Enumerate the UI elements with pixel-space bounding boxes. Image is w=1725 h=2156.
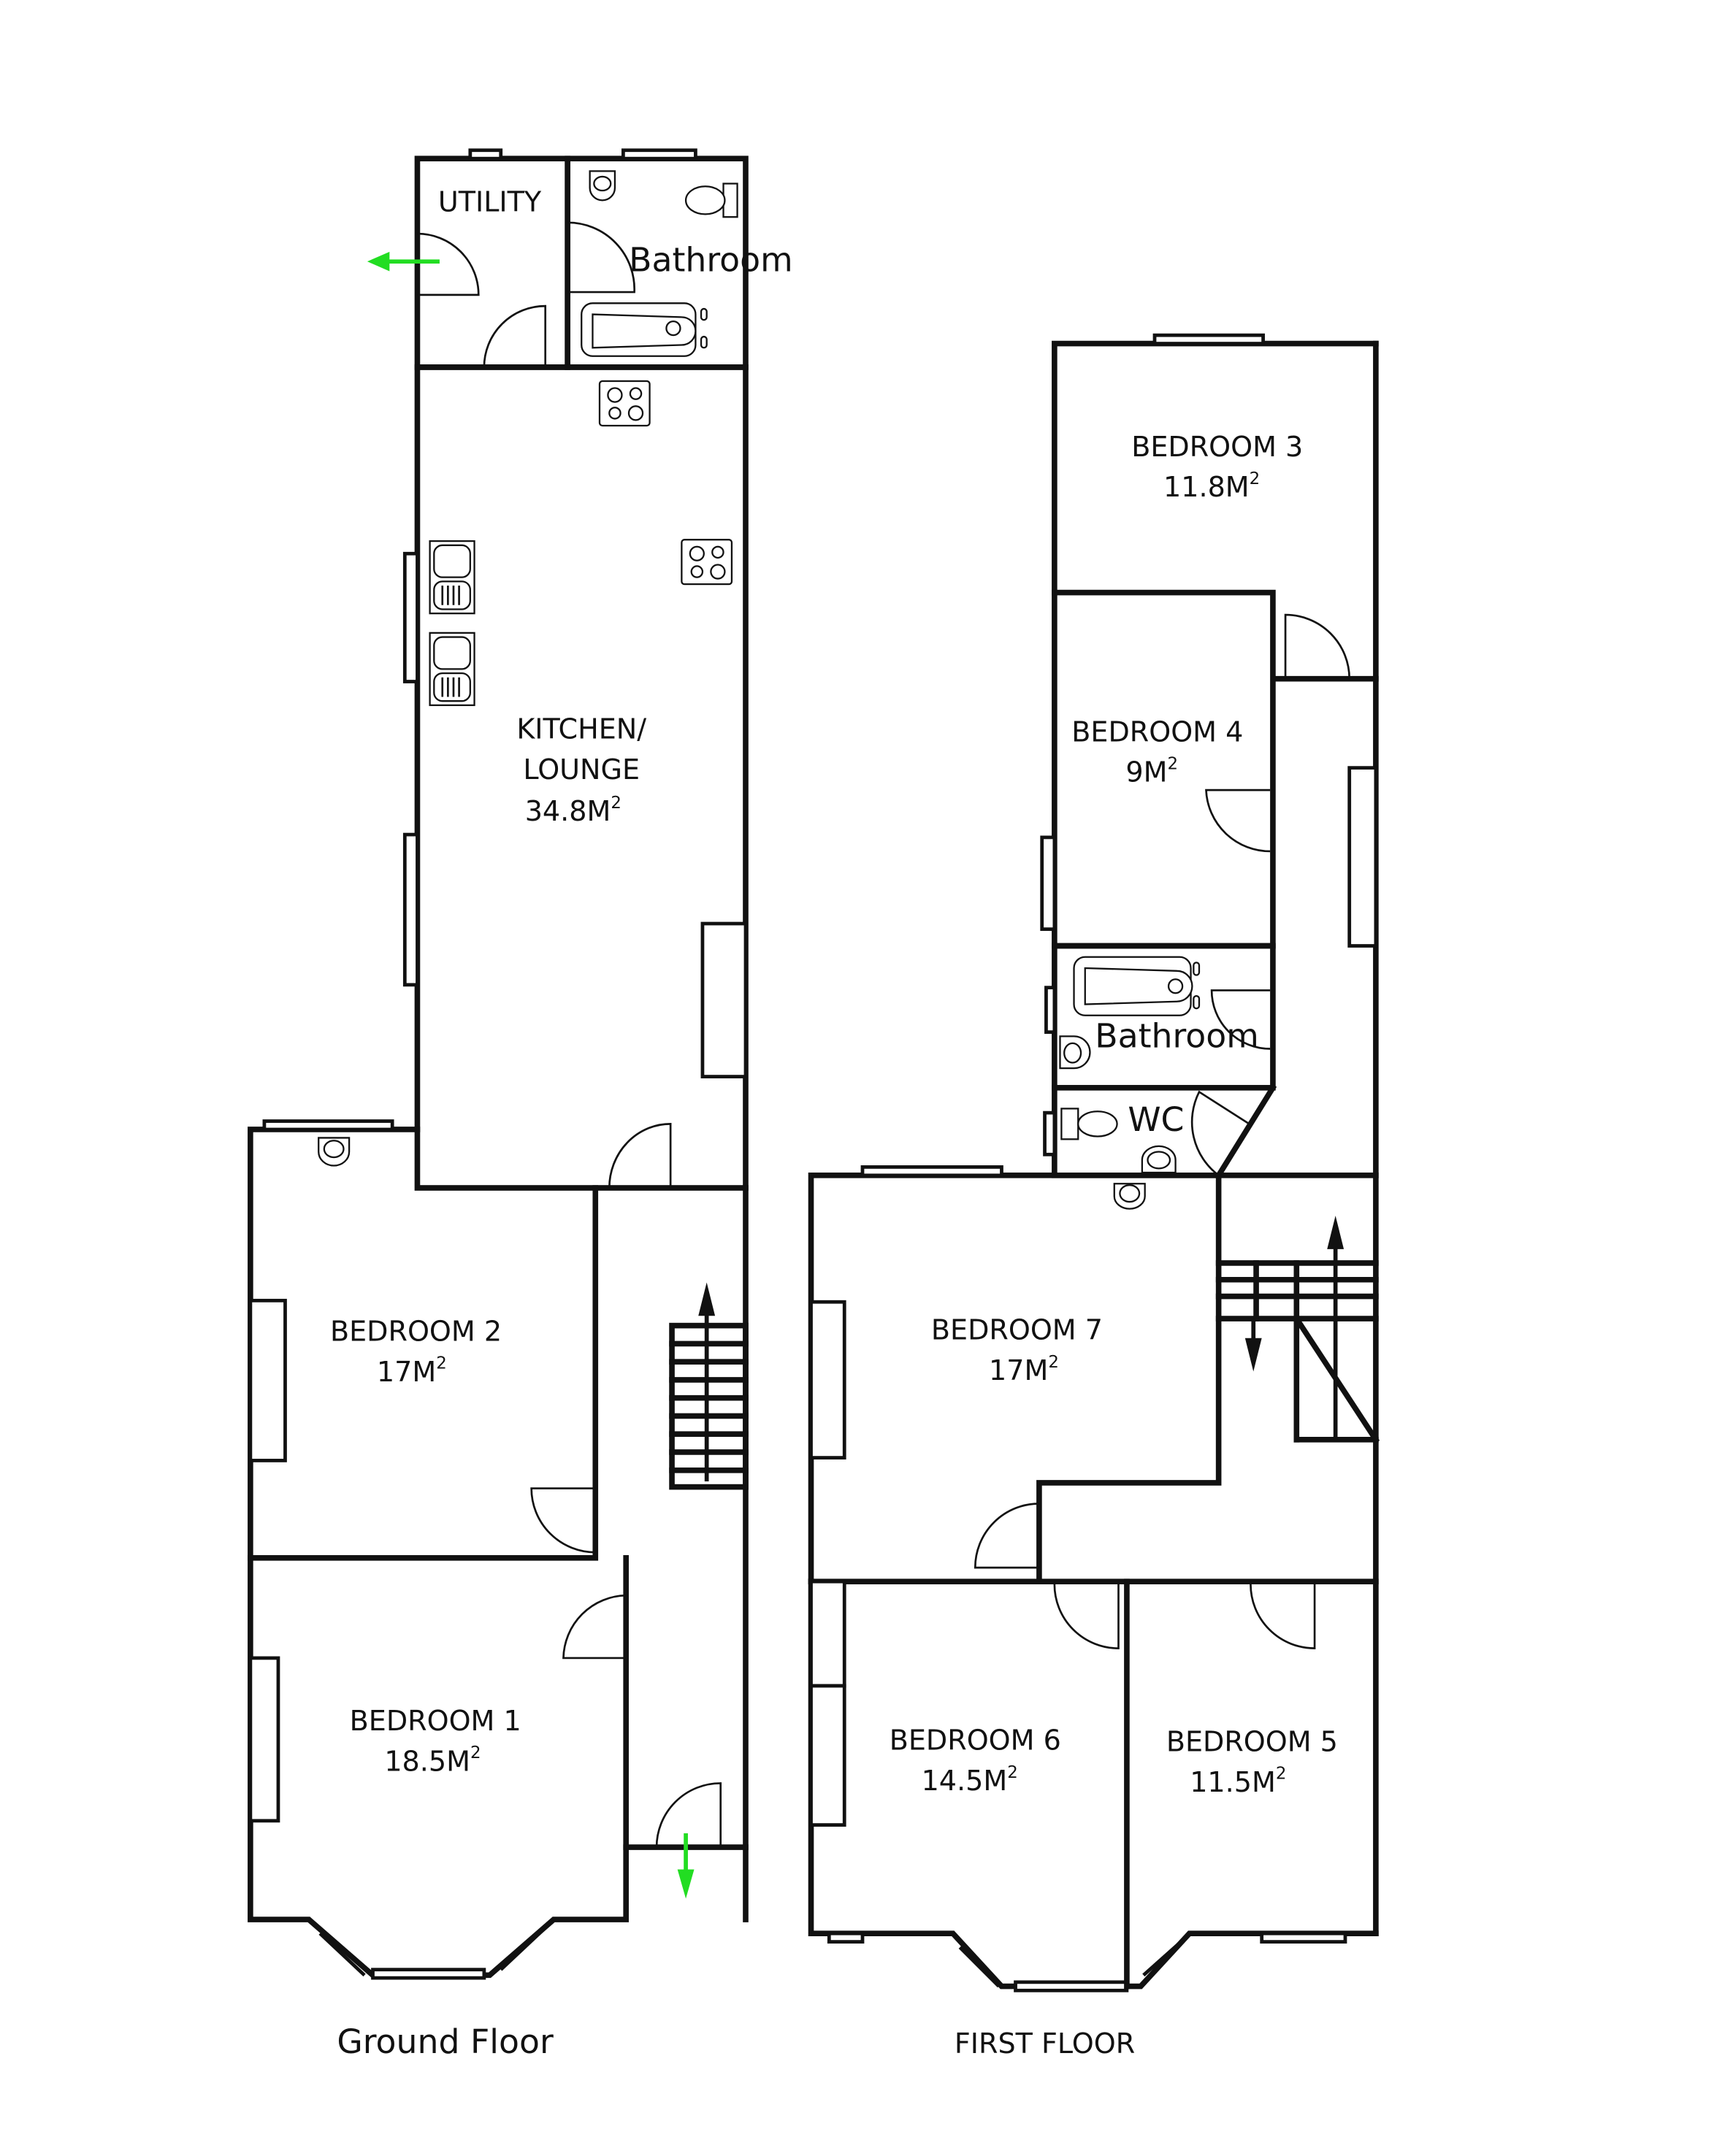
basin-icon [1141, 1145, 1177, 1174]
window [621, 148, 697, 161]
door-swing [655, 1782, 722, 1848]
kitchen-lounge: KITCHEN/ LOUNGE 34.8M2 [402, 364, 749, 1191]
door-swing [530, 1487, 596, 1554]
window [827, 1931, 865, 1944]
window [468, 148, 503, 161]
floor-caption-first: FIRST FLOOR [955, 2028, 1135, 2060]
room-label-kitchen-line2: LOUNGE [523, 753, 640, 786]
door-swing [562, 1594, 627, 1660]
bedroom-3: BEDROOM 3 11.8M2 [1052, 333, 1379, 682]
chimney-breast [809, 1684, 846, 1827]
door-swing [1250, 1584, 1316, 1649]
utility-room: UTILITY [414, 148, 570, 370]
bedroom-4: BEDROOM 4 9M2 [1040, 589, 1276, 949]
ground-floor: UTILITY Bathroom [248, 148, 793, 2061]
room-label-bedroom-5: BEDROOM 5 [1166, 1726, 1338, 1758]
room-label-bedroom-3: BEDROOM 3 [1131, 431, 1303, 463]
chimney-breast [248, 1656, 280, 1823]
room-area-bedroom-6: 14.5M2 [922, 1763, 1018, 1797]
chimney-breast [809, 1300, 846, 1459]
bedroom-1: BEDROOM 1 18.5M2 [248, 1554, 629, 1980]
room-label-utility: UTILITY [438, 186, 542, 218]
door-swing [974, 1503, 1039, 1569]
first-floor: BEDROOM 3 11.8M2 BEDROOM 4 9M2 [808, 333, 1380, 2060]
bedroom-5: BEDROOM 5 11.5M2 [1124, 1584, 1379, 1990]
basin-icon [1059, 1035, 1091, 1070]
door-swing [1210, 989, 1271, 1050]
window [860, 1165, 1003, 1178]
room-area-bedroom-2: 17M2 [377, 1354, 447, 1388]
door-swing [483, 304, 547, 367]
bay-window [958, 1946, 1001, 1988]
bay-window [318, 1932, 366, 1977]
toilet-icon [1060, 1108, 1118, 1140]
window [1043, 1110, 1057, 1156]
stairs-up-arrow [1327, 1216, 1345, 1440]
sink-icon [429, 540, 475, 615]
door-swing [608, 1123, 672, 1189]
door-swing [417, 232, 480, 296]
window [1040, 835, 1057, 932]
door-swing [1190, 1090, 1250, 1176]
window [1044, 986, 1057, 1035]
room-label-ground-bathroom: Bathroom [629, 241, 793, 280]
first-bathroom: Bathroom [1044, 943, 1276, 1091]
door-swing [1205, 789, 1271, 853]
bay-window [1014, 1980, 1129, 1992]
door-swing [1284, 613, 1351, 679]
door-swing [567, 221, 635, 294]
wc-room: WC [1043, 1083, 1277, 1178]
bay-window [371, 1968, 486, 1980]
window [262, 1119, 394, 1132]
chimney-breast [1347, 766, 1378, 948]
room-label-bedroom-1: BEDROOM 1 [350, 1705, 521, 1737]
room-area-bedroom-4: 9M2 [1125, 755, 1178, 789]
window [402, 832, 419, 987]
bay-window [500, 1926, 547, 1971]
room-label-wc: WC [1128, 1100, 1184, 1139]
ground-bathroom: Bathroom [565, 148, 793, 370]
exit-arrow-down [677, 1833, 695, 1899]
room-area-bedroom-3: 11.8M2 [1163, 469, 1260, 503]
bedroom-6: BEDROOM 6 14.5M2 [808, 1578, 1130, 1992]
room-label-first-bathroom: Bathroom [1095, 1017, 1259, 1056]
bay-window [1142, 1938, 1184, 1977]
sink-icon [429, 632, 475, 707]
chimney-breast [809, 1579, 846, 1688]
bath-icon [1073, 956, 1201, 1016]
stairs-down-arrow [1244, 1319, 1262, 1372]
toilet-icon [684, 183, 738, 218]
hob-icon [598, 380, 651, 427]
exit-arrow-left [367, 251, 440, 272]
room-label-bedroom-4: BEDROOM 4 [1071, 716, 1243, 748]
room-label-bedroom-2: BEDROOM 2 [330, 1316, 502, 1348]
room-area-bedroom-1: 18.5M2 [384, 1743, 481, 1777]
stairs-up-arrow [698, 1282, 716, 1481]
room-label-bedroom-7: BEDROOM 7 [931, 1314, 1103, 1346]
chimney-breast [248, 1298, 287, 1462]
bedroom-7: BEDROOM 7 17M2 [808, 1165, 1379, 1584]
hob-icon [681, 539, 733, 586]
first-stairs [1215, 1216, 1380, 1444]
door-swing [1053, 1584, 1120, 1649]
basin-icon [1113, 1183, 1146, 1210]
window [1152, 333, 1265, 345]
chimney-breast [700, 921, 748, 1078]
basin-icon [318, 1137, 351, 1167]
window [1260, 1931, 1347, 1944]
floor-caption-ground: Ground Floor [337, 2022, 554, 2061]
room-area-bedroom-5: 11.5M2 [1190, 1765, 1286, 1798]
bath-icon [581, 302, 708, 357]
basin-icon [589, 170, 616, 202]
ground-hallway [623, 1185, 749, 1922]
room-label-kitchen-line1: KITCHEN/ [516, 713, 646, 745]
room-area-kitchen: 34.8M2 [525, 794, 621, 827]
room-label-bedroom-6: BEDROOM 6 [890, 1725, 1061, 1757]
window [402, 551, 419, 683]
room-area-bedroom-7: 17M2 [989, 1353, 1059, 1386]
